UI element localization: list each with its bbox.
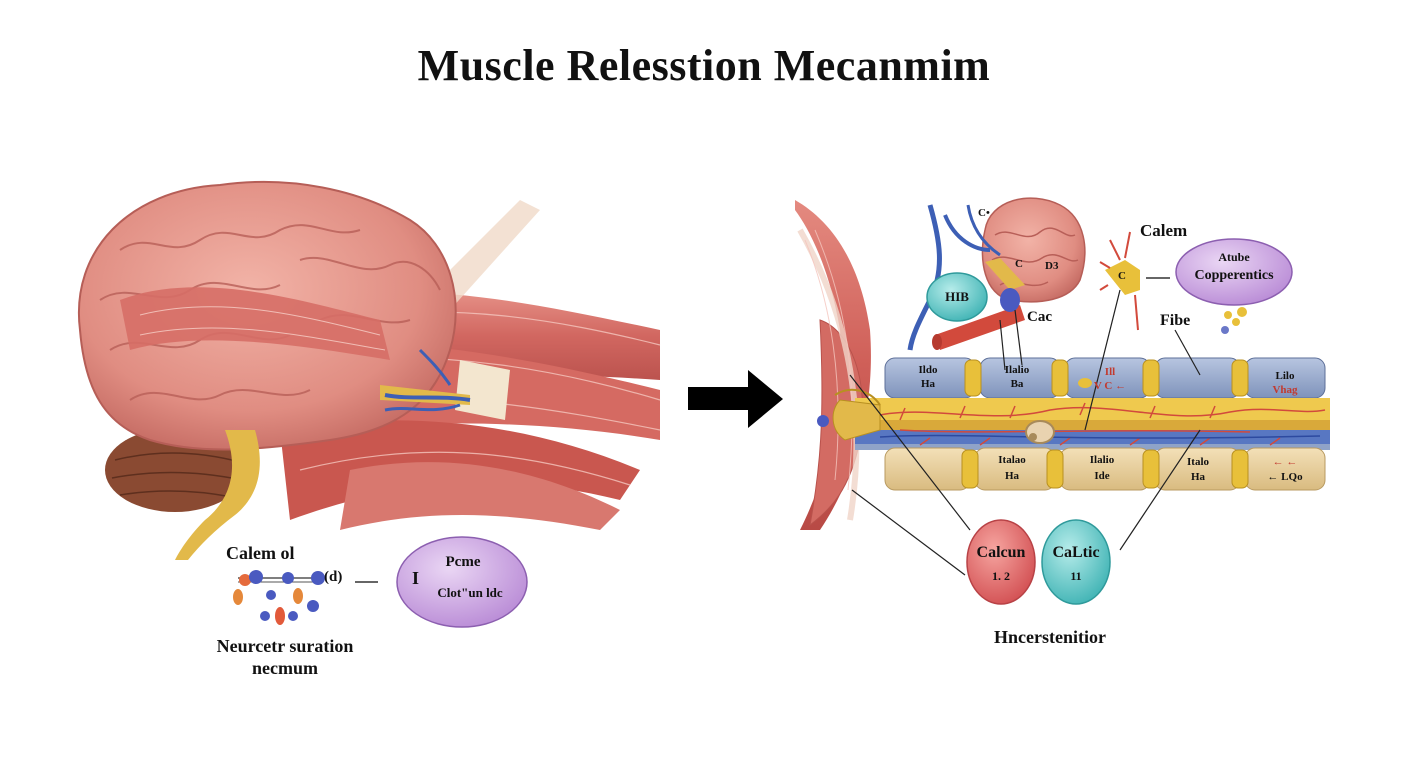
calcium-ball-red bbox=[966, 519, 1036, 605]
synapse-node bbox=[1099, 231, 1170, 331]
blue-bead bbox=[1000, 288, 1020, 312]
right-c-brain: C bbox=[1015, 258, 1023, 270]
cell-bottom-4-l2: ← LQo bbox=[1267, 471, 1303, 483]
cell-bottom-3-l2: Ha bbox=[1190, 471, 1206, 483]
left-purple-oval bbox=[396, 536, 528, 628]
left-molecules bbox=[233, 570, 378, 625]
left-oval-subtitle: Clot"un ldc bbox=[437, 585, 503, 600]
synapse-c-glyph: C bbox=[1118, 270, 1126, 282]
left-caption-line1: Neurcetr suration bbox=[216, 636, 354, 656]
arrow-icon bbox=[688, 370, 783, 428]
cell-top-2-l1: Ilalio bbox=[1004, 364, 1030, 376]
calcium-ball-teal bbox=[1041, 519, 1111, 605]
brain bbox=[77, 180, 457, 451]
page-title: Muscle Relesstion Mecanmim bbox=[417, 41, 991, 90]
hib-label: HIB bbox=[945, 289, 969, 304]
left-molecule-tag: (d) bbox=[324, 569, 343, 585]
ball-red-title: Calcun bbox=[976, 544, 1026, 561]
left-calcium-label: Calem ol bbox=[226, 543, 295, 563]
cac-label: Cac bbox=[1027, 309, 1052, 325]
ball-teal-title: CaLtic bbox=[1052, 544, 1100, 561]
cell-top-1-l2: Ha bbox=[920, 378, 936, 390]
right-c-top: C• bbox=[978, 207, 990, 219]
red-tube bbox=[932, 305, 1025, 350]
ball-teal-value: 11 bbox=[1070, 569, 1082, 583]
cell-top-3-l2: V C ← bbox=[1093, 380, 1127, 392]
right-oval-title: Atube bbox=[1218, 250, 1250, 264]
left-caption-line2: necmum bbox=[252, 658, 318, 678]
cell-bottom-4-l1: ← ← bbox=[1272, 456, 1298, 468]
left-oval-marker: I bbox=[412, 568, 420, 588]
brainstem-nerve bbox=[175, 348, 471, 560]
cell-top-5-l2: Vhag bbox=[1272, 384, 1298, 396]
right-muscle bbox=[795, 200, 871, 530]
left-oval-title: Pcme bbox=[445, 554, 481, 570]
cell-top-1-l1: Ildo bbox=[918, 364, 938, 376]
cell-bottom-1-l2: Ha bbox=[1004, 470, 1020, 482]
right-purple-oval bbox=[1175, 238, 1293, 306]
hib-ball bbox=[926, 272, 988, 322]
cell-top-3-l1: Ill bbox=[1104, 366, 1116, 378]
cell-bottom-2-l1: Ilalio bbox=[1089, 454, 1115, 466]
cell-bottom-1-l1: Italao bbox=[998, 454, 1026, 466]
fibe-label: Fibe bbox=[1160, 312, 1191, 329]
nerve-band bbox=[832, 388, 1330, 450]
blue-cell-row bbox=[884, 357, 1326, 399]
cell-bottom-2-l2: Ide bbox=[1094, 470, 1110, 482]
tan-cell-row bbox=[884, 447, 1326, 491]
ball-red-value: 1. 2 bbox=[992, 569, 1010, 583]
calem-label: Calem bbox=[1140, 221, 1188, 240]
right-caption: Hncerstenitior bbox=[994, 627, 1106, 647]
cell-top-2-l2: Ba bbox=[1010, 378, 1024, 390]
right-oval-subtitle: Copperentics bbox=[1194, 268, 1274, 283]
right-brain bbox=[907, 197, 1086, 351]
cell-top-5-l1: Lilo bbox=[1275, 370, 1295, 382]
right-d3-label: D3 bbox=[1045, 260, 1059, 272]
leader-lines bbox=[849, 289, 1201, 576]
cell-bottom-3-l1: Italo bbox=[1187, 456, 1209, 468]
